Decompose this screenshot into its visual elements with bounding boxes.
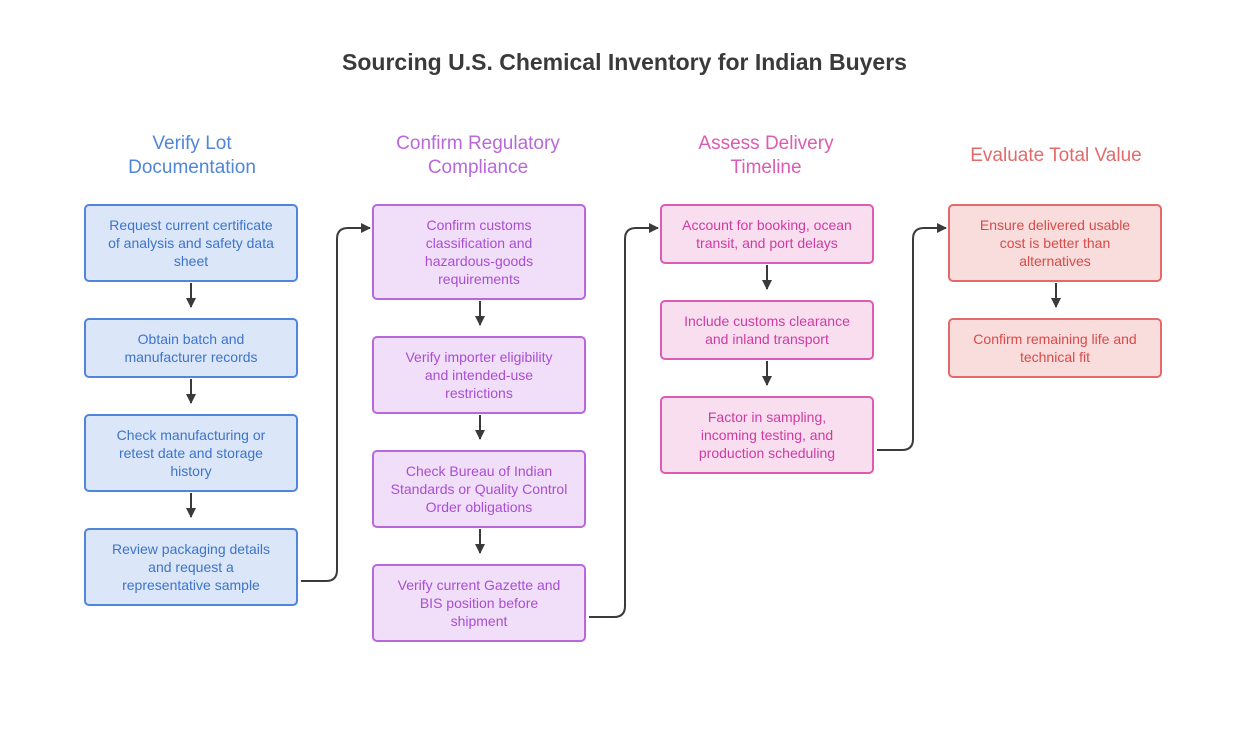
column-heading-delivery: Assess Delivery Timeline bbox=[651, 132, 881, 180]
step-text-line: Order obligations bbox=[425, 499, 533, 515]
step-remaining-life: Confirm remaining life and technical fit bbox=[948, 318, 1162, 378]
step-text-line: shipment bbox=[450, 613, 508, 629]
step-importer-eligibility: Verify importer eligibility and intended… bbox=[372, 336, 586, 414]
step-text-line: hazardous-goods bbox=[424, 253, 534, 269]
step-text-line: Confirm remaining life and bbox=[973, 331, 1137, 347]
step-text-line: history bbox=[170, 463, 212, 479]
step-text-line: requirements bbox=[438, 271, 520, 287]
step-booking-transit-delays: Account for booking, ocean transit, and … bbox=[660, 204, 874, 264]
heading-line: Compliance bbox=[427, 157, 529, 178]
step-delivered-cost: Ensure delivered usable cost is better t… bbox=[948, 204, 1162, 282]
step-review-packaging: Review packaging details and request a r… bbox=[84, 528, 298, 606]
step-text-line: and request a bbox=[148, 559, 234, 575]
step-text-line: Review packaging details bbox=[112, 541, 270, 557]
step-text-line: manufacturer records bbox=[124, 349, 258, 365]
step-text-line: Verify current Gazette and bbox=[397, 577, 561, 593]
heading-line: Timeline bbox=[730, 157, 802, 178]
step-request-coa-sds: Request current certificate of analysis … bbox=[84, 204, 298, 282]
heading-line: Verify Lot bbox=[152, 133, 232, 154]
step-text-line: Standards or Quality Control bbox=[390, 481, 568, 497]
step-text-line: cost is better than bbox=[999, 235, 1111, 251]
column-heading-verify-lot: Verify Lot Documentation bbox=[77, 132, 307, 180]
diagram-title: Sourcing U.S. Chemical Inventory for Ind… bbox=[342, 49, 907, 75]
step-text-line: incoming testing, and bbox=[700, 427, 834, 443]
step-sampling-testing: Factor in sampling, incoming testing, an… bbox=[660, 396, 874, 474]
step-text-line: Check manufacturing or bbox=[116, 427, 266, 443]
column-heading-total-value: Evaluate Total Value bbox=[941, 144, 1171, 168]
step-obtain-batch-records: Obtain batch and manufacturer records bbox=[84, 318, 298, 378]
step-text-line: transit, and port delays bbox=[696, 235, 838, 251]
heading-line: Documentation bbox=[128, 157, 256, 178]
step-text-line: and inland transport bbox=[705, 331, 829, 347]
column-heading-regulatory: Confirm Regulatory Compliance bbox=[363, 132, 593, 180]
step-text-line: classification and bbox=[425, 235, 533, 251]
step-text-line: Factor in sampling, bbox=[707, 409, 827, 425]
step-text-line: technical fit bbox=[1019, 349, 1091, 365]
step-gazette-bis-position: Verify current Gazette and BIS position … bbox=[372, 564, 586, 642]
step-text-line: representative sample bbox=[122, 577, 260, 593]
step-customs-classification: Confirm customs classification and hazar… bbox=[372, 204, 586, 300]
step-text-line: Check Bureau of Indian bbox=[405, 463, 553, 479]
step-text-line: Ensure delivered usable bbox=[979, 217, 1131, 233]
step-bis-qco-obligations: Check Bureau of Indian Standards or Qual… bbox=[372, 450, 586, 528]
step-text-line: Confirm customs bbox=[426, 217, 532, 233]
step-text-line: Include customs clearance bbox=[684, 313, 850, 329]
step-text-line: restrictions bbox=[445, 385, 513, 401]
step-check-manufacturing-date: Check manufacturing or retest date and s… bbox=[84, 414, 298, 492]
step-customs-inland-transport: Include customs clearance and inland tra… bbox=[660, 300, 874, 360]
step-text-line: retest date and storage bbox=[118, 445, 263, 461]
step-text-line: BIS position before bbox=[419, 595, 539, 611]
heading-line: Confirm Regulatory bbox=[396, 133, 560, 154]
heading-line: Assess Delivery bbox=[698, 133, 834, 154]
elbow-connector bbox=[589, 223, 659, 618]
step-text-line: alternatives bbox=[1019, 253, 1091, 269]
step-text-line: Verify importer eligibility bbox=[405, 349, 553, 365]
step-text-line: and intended-use bbox=[424, 367, 534, 383]
step-text-line: production scheduling bbox=[698, 445, 836, 461]
step-text-line: of analysis and safety data bbox=[108, 235, 274, 251]
elbow-connector bbox=[877, 223, 947, 451]
heading-line: Evaluate Total Value bbox=[970, 145, 1142, 166]
step-text-line: Obtain batch and bbox=[137, 331, 245, 347]
step-text-line: Request current certificate bbox=[109, 217, 273, 233]
step-text-line: sheet bbox=[173, 253, 209, 269]
elbow-connector bbox=[301, 223, 371, 582]
step-text-line: Account for booking, ocean bbox=[682, 217, 852, 233]
